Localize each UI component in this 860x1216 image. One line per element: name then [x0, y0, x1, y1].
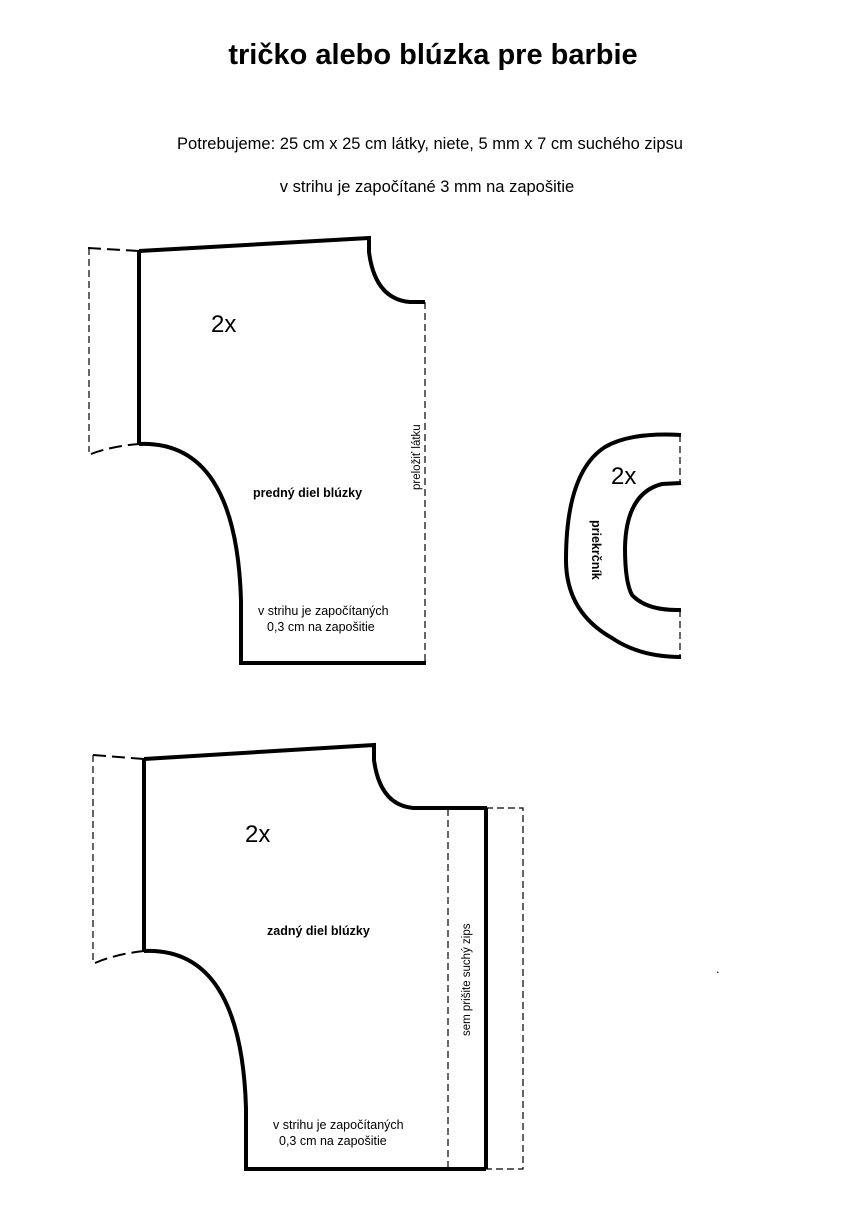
- back-shoulder-neck-outline: [143, 742, 487, 810]
- collar-quantity: 2x: [611, 463, 636, 490]
- back-piece: 2x zadný diel blúzky sem prišite suchý z…: [92, 742, 524, 1171]
- collar-label: priekrčník: [589, 520, 603, 580]
- stray-dot: .: [716, 962, 719, 976]
- front-shoulder-neck-outline: [138, 235, 425, 304]
- front-piece: 2x predný diel blúzky preložiť látku v s…: [87, 235, 426, 665]
- back-sleeve-dash-top: [92, 754, 145, 760]
- front-note-line1: v strihu je započítaných: [258, 604, 389, 618]
- collar-inner-edge: [622, 481, 682, 613]
- back-note-line1: v strihu je započítaných: [273, 1118, 404, 1132]
- seam-allowance-text: v strihu je započítané 3 mm na zapošitie: [280, 178, 574, 196]
- front-underarm-side-hem: [138, 441, 426, 665]
- back-sleeve-dash-bottom: [94, 950, 145, 964]
- materials-text: Potrebujeme: 25 cm x 25 cm látky, niete,…: [177, 135, 683, 153]
- back-piece-label: zadný diel blúzky: [267, 924, 370, 938]
- front-note-line2: 0,3 cm na zapošitie: [267, 620, 375, 634]
- front-fold-label: preložiť látku: [411, 424, 423, 490]
- front-sleeve-dash-bottom: [90, 443, 140, 455]
- front-sleeve-dash-top: [87, 247, 140, 252]
- back-zip-dash-outer: [486, 807, 524, 1170]
- front-piece-label: predný diel blúzky: [253, 486, 362, 500]
- collar-outer-edge: [563, 432, 682, 659]
- back-note-line2: 0,3 cm na zapošitie: [279, 1134, 387, 1148]
- collar-piece: 2x priekrčník: [563, 432, 682, 659]
- page-title: tričko alebo blúzka pre barbie: [228, 39, 637, 71]
- back-zip-label: sem prišite suchý zips: [461, 923, 473, 1036]
- front-quantity: 2x: [211, 311, 236, 338]
- back-underarm-side-hem: [143, 948, 486, 1171]
- back-quantity: 2x: [245, 821, 270, 848]
